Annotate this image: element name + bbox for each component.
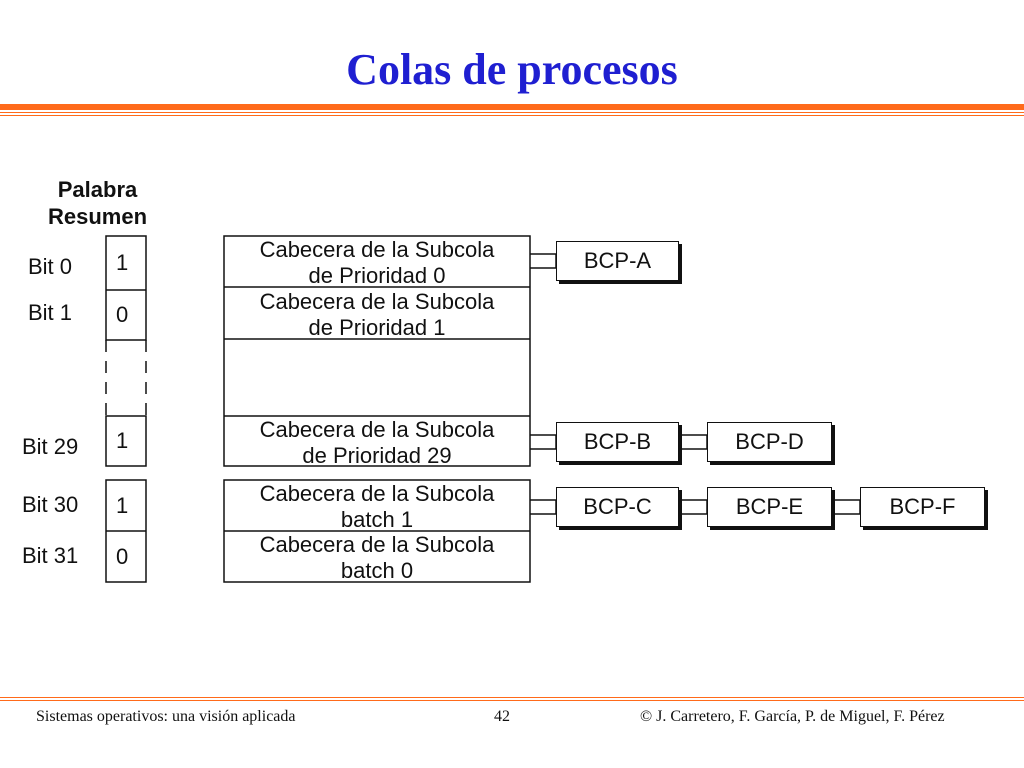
queue-header-batch-0: Cabecera de la Subcola batch 0	[224, 532, 530, 584]
footer-book-title: Sistemas operativos: una visión aplicada	[36, 708, 296, 725]
footer-rule-1	[0, 697, 1024, 698]
queue-header-line1: Cabecera de la Subcola	[259, 532, 495, 557]
footer-page-number: 42	[494, 708, 510, 725]
summary-word-bit29-block	[105, 415, 147, 467]
queue-header-priority-1: Cabecera de la Subcola de Prioridad 1	[224, 289, 530, 341]
title-rule-thin-1	[0, 112, 1024, 113]
slide-title: Colas de procesos	[346, 45, 678, 94]
bcp-b-box: BCP-B	[556, 422, 679, 462]
queue-header-line1: Cabecera de la Subcola	[259, 417, 495, 442]
bcp-c-box: BCP-C	[556, 487, 679, 527]
bit-value-1: 0	[116, 302, 129, 327]
footer-rule-2	[0, 700, 1024, 701]
footer-copyright: © J. Carretero, F. García, P. de Miguel,…	[640, 708, 945, 725]
bit-value-30: 1	[116, 492, 129, 518]
summary-word-heading-line1: Palabra	[57, 177, 138, 202]
bit-label-1: Bit 1	[28, 300, 73, 325]
queue-header-line2: batch 1	[340, 507, 414, 532]
queue-header-line2: de Prioridad 29	[302, 443, 452, 468]
queue-header-line1: Cabecera de la Subcola	[259, 289, 495, 314]
queue-header-line1: Cabecera de la Subcola	[259, 237, 495, 262]
title-rule-thin-2	[0, 115, 1024, 116]
bcp-a-box: BCP-A	[556, 241, 679, 281]
queue-header-line2: de Prioridad 1	[308, 315, 446, 340]
queue-header-priority-29: Cabecera de la Subcola de Prioridad 29	[224, 417, 530, 469]
bit-value-29: 1	[116, 428, 129, 453]
bit-label-31: Bit 31	[22, 543, 79, 568]
queue-header-priority-0: Cabecera de la Subcola de Prioridad 0	[224, 237, 530, 289]
bcp-e-box: BCP-E	[707, 487, 832, 527]
title-rule-thick	[0, 104, 1024, 110]
summary-word-heading: Palabra Resumen	[20, 176, 175, 230]
bit-value-0: 1	[116, 250, 129, 275]
queue-header-batch-1: Cabecera de la Subcola batch 1	[224, 481, 530, 533]
bit-label-30: Bit 30	[22, 492, 79, 517]
bcp-d-box: BCP-D	[707, 422, 832, 462]
bit-value-31: 0	[116, 543, 129, 569]
queue-header-line2: de Prioridad 0	[308, 263, 446, 288]
queue-header-line1: Cabecera de la Subcola	[259, 481, 495, 506]
queue-header-line2: batch 0	[340, 558, 414, 583]
summary-word-heading-line2: Resumen	[47, 204, 148, 229]
bit-label-29: Bit 29	[22, 434, 79, 459]
bit-label-0: Bit 0	[28, 254, 73, 279]
summary-word-top-block	[105, 235, 147, 341]
bcp-f-box: BCP-F	[860, 487, 985, 527]
